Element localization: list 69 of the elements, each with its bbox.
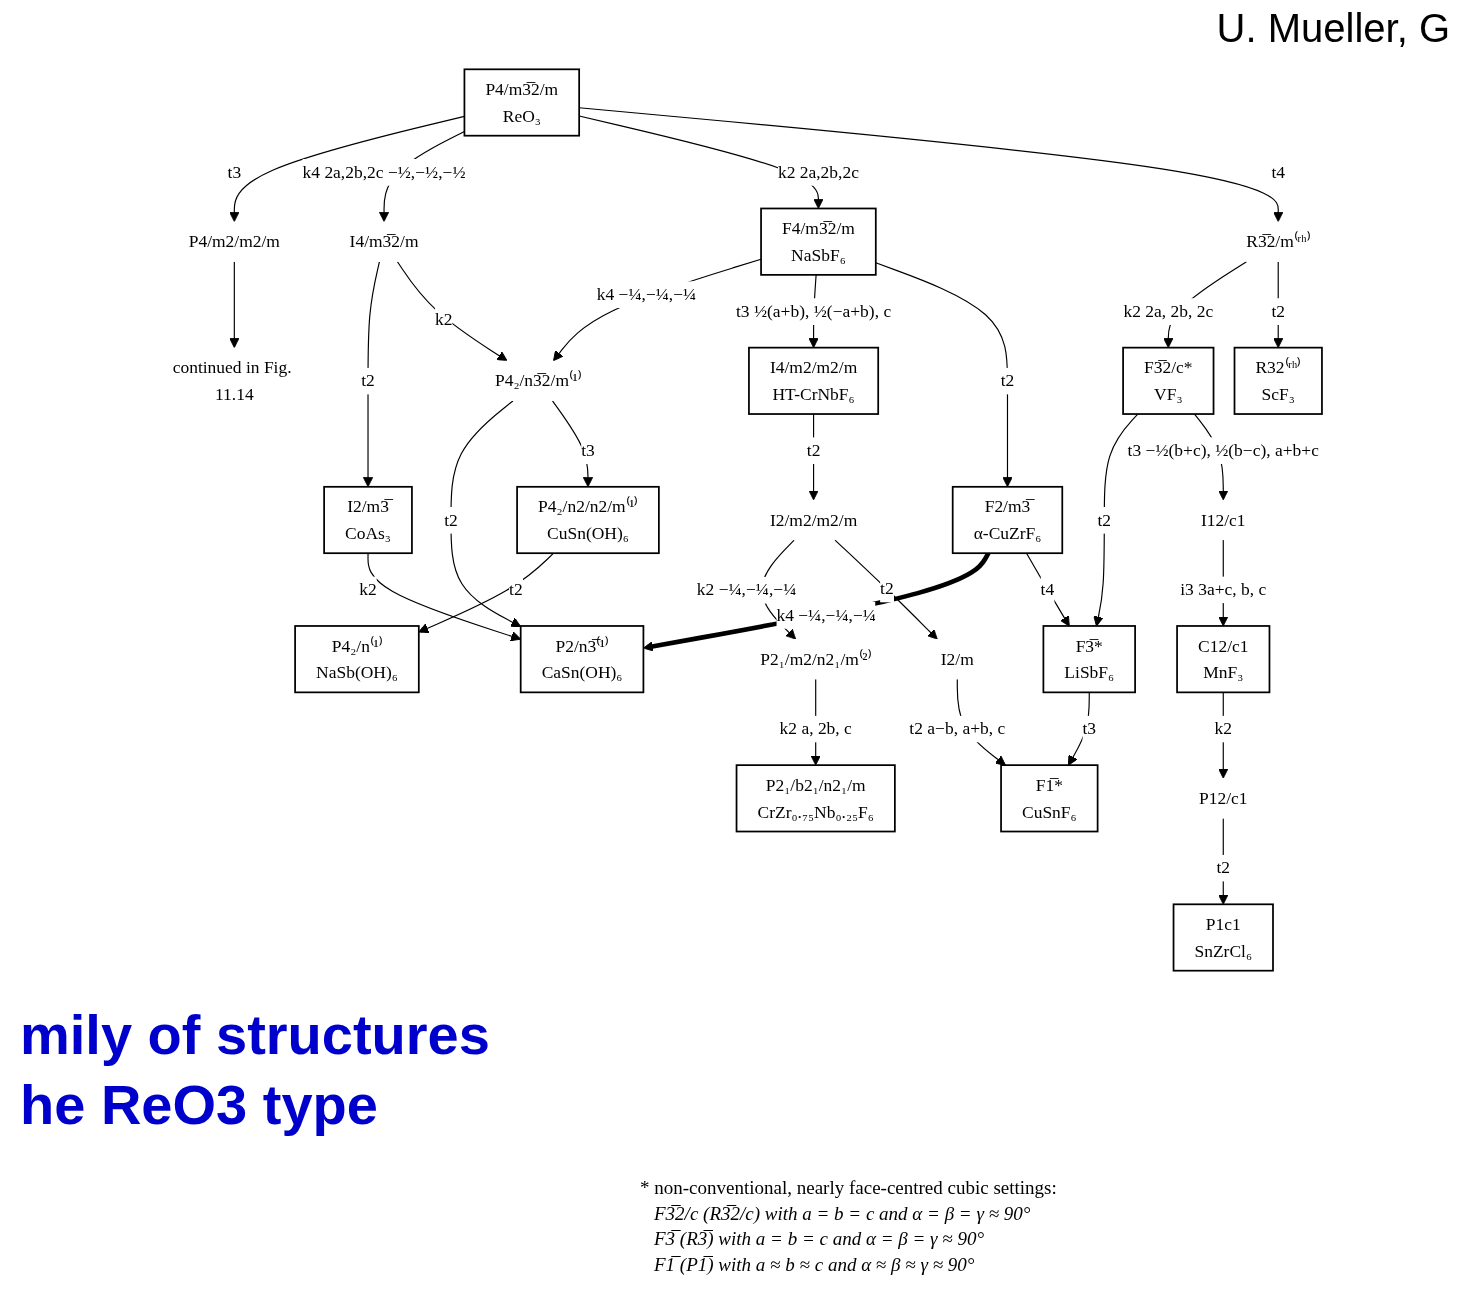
node-text: I2/m2/m2/m bbox=[769, 510, 858, 530]
edge-label: k2 bbox=[435, 310, 453, 329]
node-text: R3̅2/m⁽ʳʰ⁾ bbox=[1246, 232, 1311, 251]
node-box: I4/m2/m2/m HT-CrNbF₆ bbox=[748, 346, 880, 415]
edge-label: t2 bbox=[509, 579, 523, 599]
edge-label: t2 bbox=[444, 510, 458, 530]
edge-label: k2 bbox=[1214, 719, 1232, 738]
node-box: P2/n3̅⁽¹⁾ CaSn(OH)₆ bbox=[519, 625, 645, 694]
edge-label: k4 2a,2b,2c −½,−½,−½ bbox=[302, 162, 466, 182]
footnote-line: F3̅ (R3̅) with a = b = c and α = β = γ ≈ 90° bbox=[653, 1227, 985, 1252]
edge-label: t2 bbox=[1271, 301, 1286, 321]
edge-label: t3 bbox=[227, 162, 242, 182]
node-box: C12/c1 MnF₃ bbox=[1176, 625, 1271, 694]
edge-label: k4 −¼,−¼,−¼ bbox=[596, 284, 697, 304]
node-box: R32⁽ʳʰ⁾ ScF₃ bbox=[1233, 346, 1323, 415]
node-text: I2/m bbox=[940, 649, 974, 669]
arrow bbox=[1025, 552, 1070, 627]
node-box: F2/m3̅ α-CuZrF₆ bbox=[951, 485, 1064, 555]
node-box: F4/m3̅2/m NaSbF₆ bbox=[760, 207, 877, 276]
footnote-line: F3̅2/c (R3̅2/c) with a = b = c and α = β = γ ≈ 90° bbox=[653, 1201, 1032, 1226]
arrow bbox=[418, 552, 555, 634]
edge-label: t2 bbox=[806, 440, 821, 460]
edge-label: t4 bbox=[1040, 579, 1055, 599]
edge-label: t2 bbox=[1097, 510, 1112, 530]
arrow bbox=[834, 539, 938, 640]
node-text: P4₂/n3̅2/m⁽¹⁾ bbox=[494, 371, 582, 390]
node-box: P4/m3̅2/m ReO₃ bbox=[463, 68, 581, 137]
edge-label: k2 −¼,−¼,−¼ bbox=[696, 580, 797, 599]
edge-label: t2 bbox=[361, 371, 375, 390]
edge-label: t2 bbox=[1216, 858, 1231, 877]
node-text: P2₁/m2/n2₁/m⁽²⁾ bbox=[760, 649, 872, 669]
node-box: I2/m3̅ CoAs₃ bbox=[323, 485, 413, 555]
node-text: P4/m2/m2/m bbox=[188, 232, 280, 251]
edge-label: t3 bbox=[581, 440, 595, 460]
edge-label: t2 bbox=[1000, 371, 1015, 390]
footnote: * non-conventional, nearly face-centred cubic settings: bbox=[640, 1176, 1058, 1200]
node-box: F1̅* CuSnF₆ bbox=[1000, 764, 1099, 833]
edge-label: t2 a−b, a+b, c bbox=[909, 719, 1006, 738]
node-box: P1c1 SnZrCl₆ bbox=[1172, 903, 1274, 972]
edge-label: t3 ½(a+b), ½(−a+b), c bbox=[735, 301, 892, 321]
node-box: P2₁/b2₁/n2₁/m CrZr₀.₇₅Nb₀.₂₅F₆ bbox=[735, 764, 896, 833]
node-text: continued in Fig. 11.14 bbox=[172, 358, 292, 403]
edge-label: t2 bbox=[880, 579, 894, 598]
edge-label: t4 bbox=[1271, 162, 1286, 182]
slide-title: mily of structures he ReO3 type bbox=[20, 1002, 491, 1138]
node-box: P4₂/n2/n2/m⁽¹⁾ CuSn(OH)₆ bbox=[516, 485, 660, 555]
arrow bbox=[1093, 413, 1139, 627]
edge-label: k2 2a, 2b, 2c bbox=[1123, 301, 1214, 321]
arrow bbox=[367, 552, 522, 642]
footnote-line: F1̅ (P1̅) with a ≈ b ≈ c and α ≈ β ≈ γ ≈ 90° bbox=[653, 1252, 976, 1277]
edge-label: t3 bbox=[1082, 719, 1097, 738]
arrow bbox=[875, 262, 1013, 488]
node-text: I4/m3̅2/m bbox=[349, 232, 419, 251]
edge-label: t3 −½(b+c), ½(b−c), a+b+c bbox=[1127, 440, 1319, 460]
edge-label: i3 3a+c, b, c bbox=[1180, 579, 1267, 599]
arrow bbox=[450, 400, 522, 628]
edge-label: k4 −¼,−¼,−¼ bbox=[776, 605, 876, 625]
node-box: P4₂/n⁽¹⁾ NaSb(OH)₆ bbox=[294, 625, 420, 694]
arrow bbox=[229, 261, 240, 349]
node-box: F3̅* LiSbF₆ bbox=[1042, 625, 1136, 694]
arrow bbox=[396, 261, 508, 362]
arrow bbox=[553, 258, 762, 362]
node-text: P12/c1 bbox=[1199, 788, 1248, 808]
node-box: F3̅2/c* VF₃ bbox=[1122, 346, 1215, 415]
edge-label: k2 bbox=[359, 579, 377, 599]
edge-label: k2 a, 2b, c bbox=[779, 719, 852, 738]
author-name: U. Mueller, G bbox=[1216, 6, 1450, 51]
edge-label: k2 2a,2b,2c bbox=[777, 162, 859, 182]
node-text: I12/c1 bbox=[1200, 510, 1246, 530]
